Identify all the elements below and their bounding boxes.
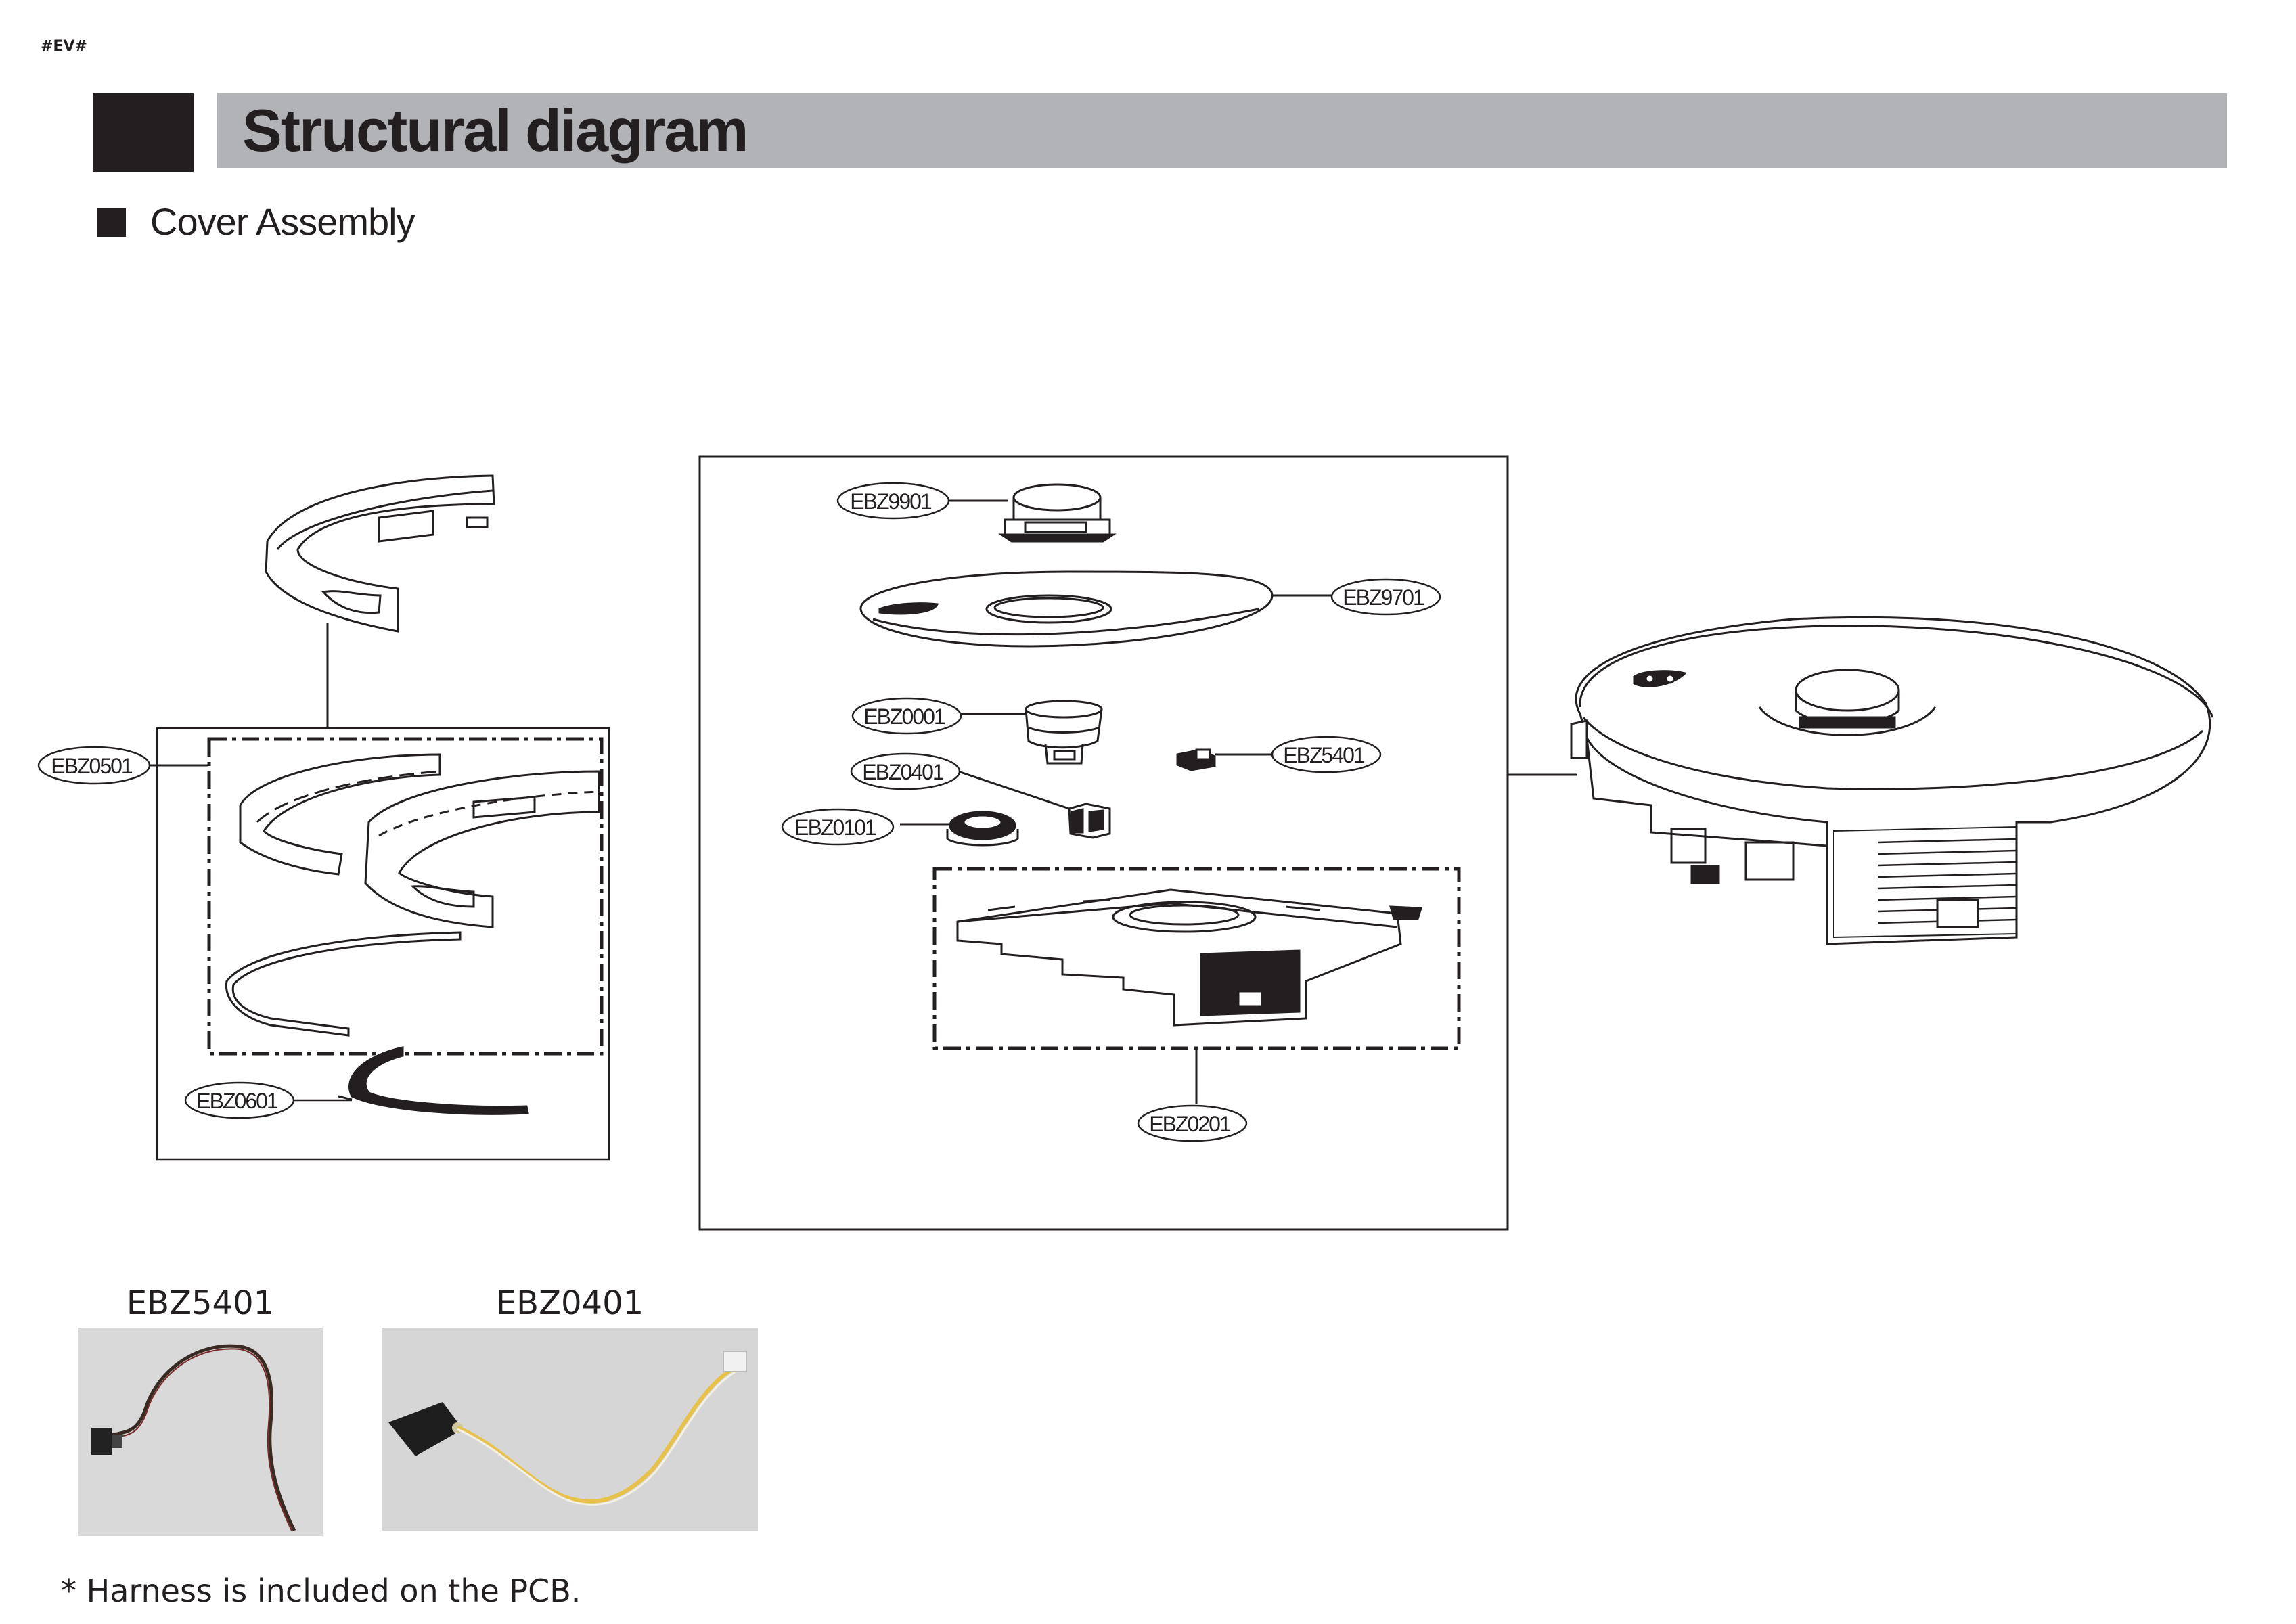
harness-photo-illustration-5401: [78, 1328, 323, 1536]
callout-label-ebz0101: EBZ0101: [794, 815, 876, 840]
title-block: [93, 93, 194, 172]
section-title: Cover Assembly: [150, 200, 415, 243]
assembled-robot: [1570, 616, 2214, 945]
photo-label-ebz5401: EBZ5401: [126, 1284, 275, 1322]
callout-label-ebz9901: EBZ9901: [850, 489, 932, 514]
inner-ring-parts: [225, 753, 600, 1037]
callout-label-ebz0001: EBZ0001: [863, 704, 945, 729]
sensor-part-5401: [1176, 748, 1216, 771]
callout-ebz0501: [37, 746, 151, 785]
robot-vent-grille: [1877, 838, 2017, 924]
sensor-part-0401: [1068, 803, 1111, 839]
center-leader-lines: [338, 499, 1577, 1101]
title-bar: [217, 93, 2227, 168]
callout-label-ebz9701: EBZ9701: [1343, 585, 1424, 610]
page-title: Structural diagram: [242, 97, 748, 164]
callout-label-ebz0601: EBZ0601: [196, 1089, 278, 1113]
callout-ebz0201: [1137, 1104, 1248, 1142]
photo-ebz0401-harness: [382, 1328, 758, 1531]
top-cover-plate: [859, 570, 1274, 648]
harness-photo-illustration-0401: [382, 1328, 758, 1531]
footnote: * Harness is included on the PCB.: [61, 1573, 581, 1609]
photo-ebz5401-harness: [78, 1328, 323, 1536]
photo-label-ebz0401: EBZ0401: [495, 1284, 644, 1322]
section-bullet: [97, 208, 126, 237]
callout-ebz5401: [1271, 736, 1382, 773]
callout-label-ebz0201: EBZ0201: [1149, 1112, 1231, 1136]
lidar-cap: [998, 483, 1117, 543]
motor-part-0101: [946, 811, 1019, 847]
page-mark: #EV#: [41, 38, 87, 55]
callout-ebz0001: [851, 697, 962, 735]
center-assembly-frame: [698, 455, 1509, 1231]
main-chassis: [956, 888, 1423, 1027]
bottom-strip: [348, 1046, 529, 1115]
left-assembly-frame: [150, 623, 610, 1161]
callout-ebz0401: [850, 752, 961, 790]
callout-ebz0101: [781, 808, 895, 846]
button-module: [1025, 700, 1103, 765]
callout-label-ebz0501: EBZ0501: [51, 754, 133, 778]
callout-ebz9901: [836, 482, 950, 520]
callout-label-ebz5401: EBZ5401: [1283, 743, 1365, 767]
callout-ebz9701: [1330, 578, 1441, 616]
top-bumper-arc: [265, 474, 495, 633]
callout-label-ebz0401: EBZ0401: [862, 760, 944, 784]
